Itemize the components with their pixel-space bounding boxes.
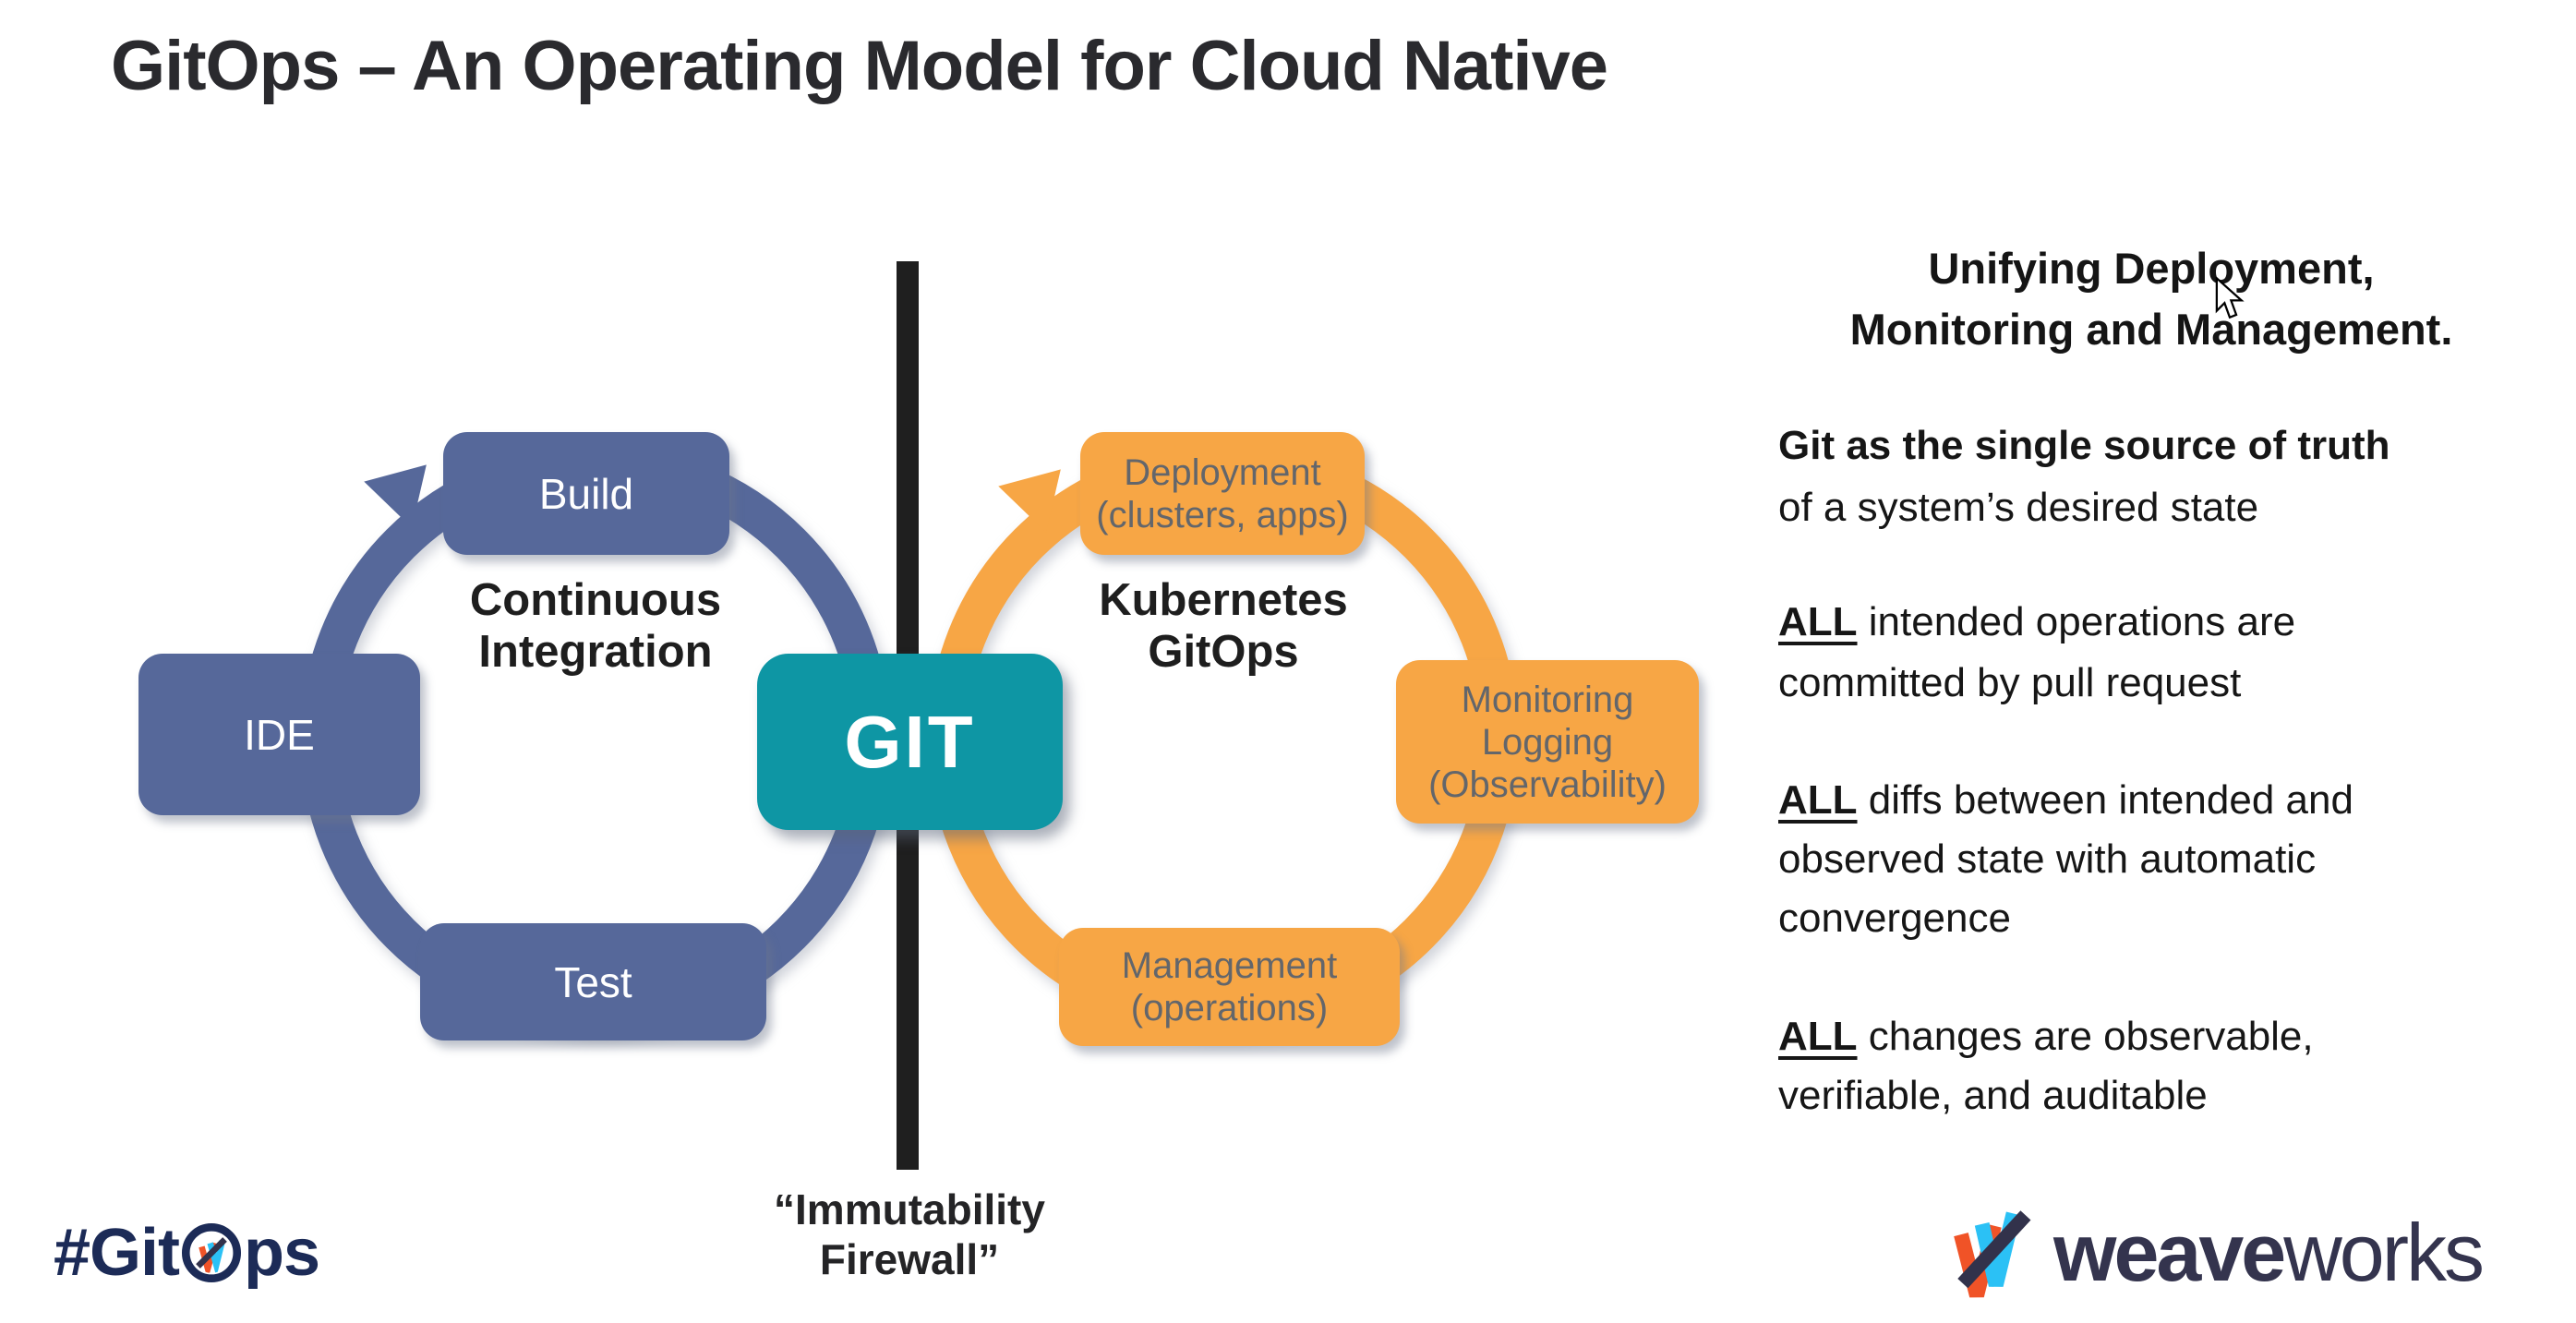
sidebar-paragraph-diffs: ALL diffs between intended and observed … xyxy=(1778,777,2353,941)
node-ide: IDE xyxy=(138,654,420,815)
sidebar-paragraph-changes: ALL changes are observable, verifiable, … xyxy=(1778,1014,2314,1118)
weaveworks-wordmark: weaveworks xyxy=(2053,1207,2485,1298)
node-test-label: Test xyxy=(554,957,632,1006)
gitops-caption: Kubernetes GitOps xyxy=(1099,575,1348,677)
weaveworks-mark-icon xyxy=(1954,1210,2031,1298)
node-ide-label: IDE xyxy=(244,710,315,759)
node-monitoring: Monitoring Logging (Observability) xyxy=(1396,660,1699,824)
weaveworks-logo: weaveworks xyxy=(1946,1205,2485,1301)
node-git-label: GIT xyxy=(844,700,976,783)
sidebar-paragraph-source-of-truth: Git as the single source of truth of a s… xyxy=(1778,423,2390,530)
sidebar-heading: Unifying Deployment, Monitoring and Mana… xyxy=(1849,244,2453,354)
gitops-hashtag-logo: #Git ps xyxy=(54,1216,320,1290)
page-title: GitOps – An Operating Model for Cloud Na… xyxy=(111,27,1608,105)
all-emphasis: ALL xyxy=(1778,599,1858,644)
immutability-firewall-label: “Immutability Firewall” xyxy=(774,1185,1045,1283)
sidebar-paragraph-pull-request: ALL intended operations are committed by… xyxy=(1778,599,2296,705)
node-build-label: Build xyxy=(538,469,634,518)
ci-caption: Continuous Integration xyxy=(469,575,722,677)
node-management: Management (operations) xyxy=(1059,928,1400,1046)
all-emphasis: ALL xyxy=(1778,1014,1858,1059)
node-git: GIT xyxy=(757,654,1063,830)
node-deployment: Deployment (clusters, apps) xyxy=(1080,432,1365,555)
all-emphasis: ALL xyxy=(1778,777,1858,823)
node-build: Build xyxy=(443,432,729,555)
gitops-o-icon xyxy=(182,1222,242,1283)
node-test: Test xyxy=(420,923,766,1040)
mouse-cursor-icon xyxy=(2215,277,2245,319)
